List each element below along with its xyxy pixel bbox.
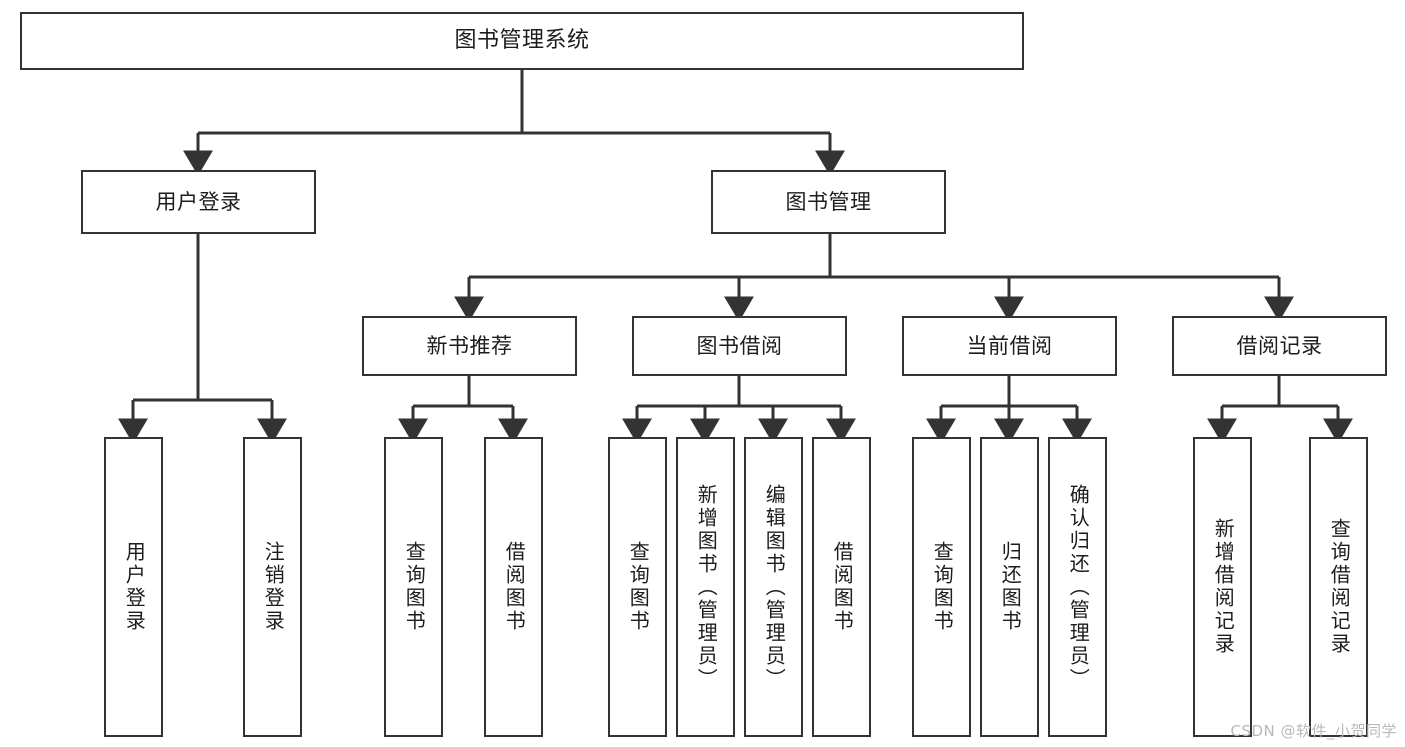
node-current-borrow[interactable]: 当前借阅 (902, 316, 1117, 376)
leaf-query-book-current[interactable]: 查询图书 (912, 437, 971, 737)
leaf-query-book-current-label: 查询图书 (930, 541, 955, 633)
node-user-login-label: 用户登录 (155, 189, 242, 214)
leaf-query-book-recommend-label: 查询图书 (402, 541, 427, 633)
node-book-management-label: 图书管理 (785, 189, 872, 214)
leaf-logout-label: 注销登录 (261, 541, 286, 633)
leaf-return-book-label: 归还图书 (998, 541, 1023, 633)
leaf-borrow-book-recommend-label: 借阅图书 (502, 541, 527, 633)
leaf-borrow-book[interactable]: 借阅图书 (812, 437, 871, 737)
leaf-query-borrow-record[interactable]: 查询借阅记录 (1309, 437, 1368, 737)
csdn-watermark: CSDN @软件_小贺同学 (1230, 722, 1397, 740)
node-new-book-recommend[interactable]: 新书推荐 (362, 316, 577, 376)
leaf-query-borrow-record-label: 查询借阅记录 (1327, 518, 1352, 656)
node-current-borrow-label: 当前借阅 (966, 333, 1053, 358)
leaf-edit-book[interactable]: 编辑图书（管理员） (744, 437, 803, 737)
leaf-add-borrow-record-label: 新增借阅记录 (1211, 518, 1236, 656)
leaf-query-book-recommend[interactable]: 查询图书 (384, 437, 443, 737)
leaf-query-book-borrow[interactable]: 查询图书 (608, 437, 667, 737)
leaf-return-book[interactable]: 归还图书 (980, 437, 1039, 737)
node-book-management[interactable]: 图书管理 (711, 170, 946, 234)
node-borrow-record[interactable]: 借阅记录 (1172, 316, 1387, 376)
leaf-borrow-book-recommend[interactable]: 借阅图书 (484, 437, 543, 737)
leaf-add-borrow-record[interactable]: 新增借阅记录 (1193, 437, 1252, 737)
leaf-logout[interactable]: 注销登录 (243, 437, 302, 737)
node-book-borrow[interactable]: 图书借阅 (632, 316, 847, 376)
leaf-confirm-return[interactable]: 确认归还（管理员） (1048, 437, 1107, 737)
node-root-label: 图书管理系统 (454, 27, 590, 53)
leaf-query-book-borrow-label: 查询图书 (626, 541, 651, 633)
leaf-confirm-return-label: 确认归还（管理员） (1066, 483, 1091, 691)
node-new-book-recommend-label: 新书推荐 (426, 333, 513, 358)
node-user-login[interactable]: 用户登录 (81, 170, 316, 234)
leaf-edit-book-label: 编辑图书（管理员） (762, 483, 787, 691)
node-book-borrow-label: 图书借阅 (696, 333, 783, 358)
leaf-add-book[interactable]: 新增图书（管理员） (676, 437, 735, 737)
leaf-add-book-label: 新增图书（管理员） (694, 483, 719, 691)
node-borrow-record-label: 借阅记录 (1236, 333, 1323, 358)
leaf-user-login[interactable]: 用户登录 (104, 437, 163, 737)
leaf-user-login-label: 用户登录 (122, 541, 147, 633)
leaf-borrow-book-label: 借阅图书 (830, 541, 855, 633)
node-root[interactable]: 图书管理系统 (20, 12, 1024, 70)
